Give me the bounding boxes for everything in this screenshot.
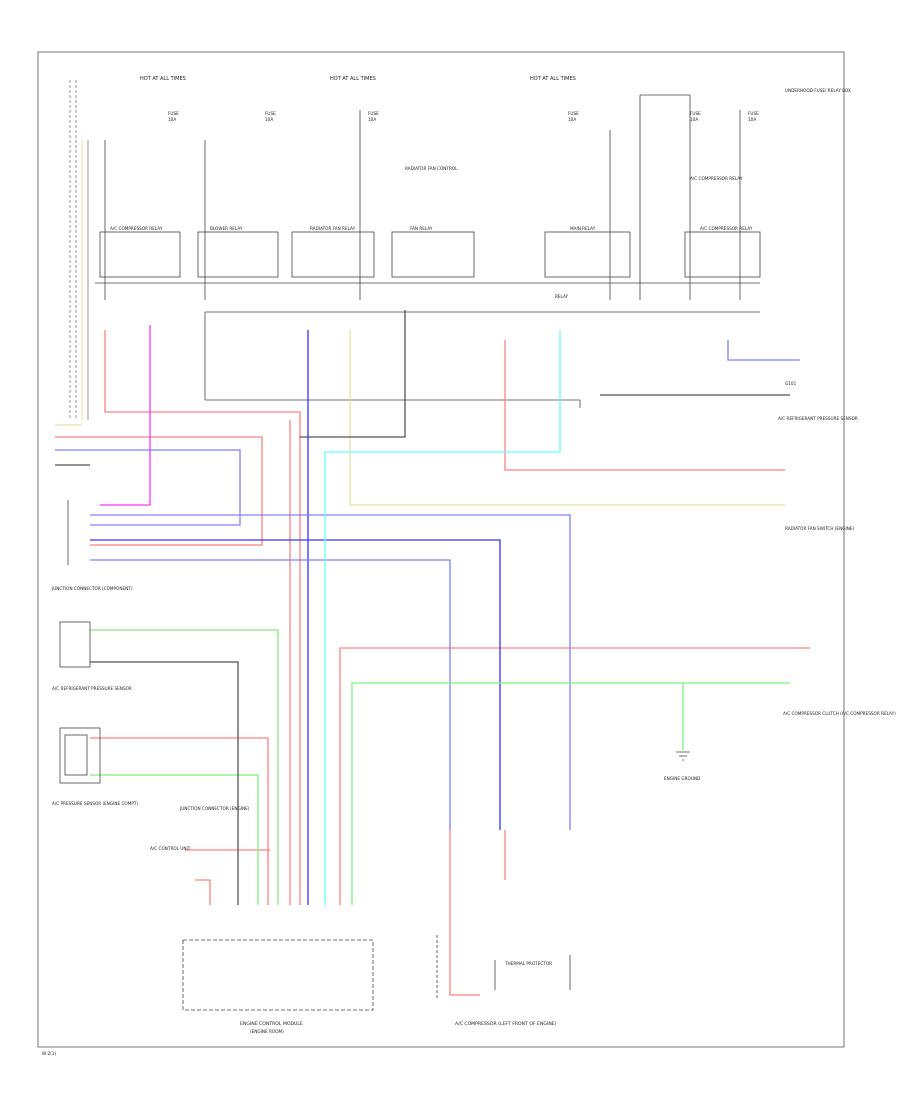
thermal-protector-label: THERMAL PROTECTOR [504, 961, 552, 966]
relay-row: A/C COMPRESSOR RELAY BLOWER RELAY RADIAT… [99, 226, 761, 278]
pressure-sensor: A/C PRESSURE SENSOR (ENGINE COMPT) [52, 727, 138, 806]
radiator-fan-control-label: RADIATOR FAN CONTROL [405, 166, 458, 171]
relay-2 [197, 231, 279, 278]
wire-cyan [324, 330, 561, 905]
relay-5 [544, 231, 631, 278]
wire-green [90, 629, 790, 905]
fuse-1-label: FUSE [168, 111, 179, 116]
bottom-component-label: A/C COMPRESSOR (LEFT FRONT OF ENGINE) [455, 1021, 557, 1027]
relay-3 [291, 231, 375, 278]
relay-2-label: BLOWER RELAY [210, 226, 243, 231]
relay-6-label: A/C COMPRESSOR RELAY [700, 226, 753, 231]
relay-bus [95, 282, 760, 408]
relay-1-label: A/C COMPRESSOR RELAY [110, 226, 163, 231]
power-label-1: HOT AT ALL TIMES [140, 76, 186, 82]
power-label-2: HOT AT ALL TIMES [330, 76, 376, 82]
wire-lightblue [55, 340, 800, 830]
sensor-left: A/C REFRIGERANT PRESSURE SENSOR [52, 621, 132, 691]
fuses: FUSE 10A FUSE 10A FUSE 10A FUSE 10A FUSE… [168, 111, 759, 122]
fuse-4-label: FUSE [568, 111, 579, 116]
footer-code: W-2(1) [42, 1051, 56, 1056]
top-right-box-label: UNDERHOOD FUSE/ RELAY BOX [785, 88, 851, 93]
wire-dark [55, 310, 790, 905]
left-harness [69, 80, 89, 420]
wire-pink [100, 325, 151, 506]
wire-blue [90, 330, 501, 905]
ac-ctrl-unit-label: A/C CONTROL UNIT [150, 846, 191, 851]
fuse-2-amps: 10A [265, 117, 273, 122]
relay-6 [684, 231, 761, 278]
relay-5-label: MAIN RELAY [570, 226, 596, 231]
power-label-3: HOT AT ALL TIMES [530, 76, 576, 82]
fuse-3-amps: 10A [368, 117, 376, 122]
bottom-compressor: THERMAL PROTECTOR A/C COMPRESSOR (LEFT F… [436, 935, 571, 1027]
fuse-6-label: FUSE [748, 111, 759, 116]
relay-4-label: FAN RELAY [410, 226, 433, 231]
pressure-sensor-label: A/C PRESSURE SENSOR (ENGINE COMPT) [52, 801, 138, 806]
relay-3-label: RADIATOR FAN RELAY [310, 226, 356, 231]
relay-1 [99, 231, 181, 278]
junction-left-label: JUNCTION CONNECTOR (COMPONENT) [51, 586, 133, 591]
fuse-5-amps: 10A [690, 117, 698, 122]
fuse-1-amps: 10A [168, 117, 176, 122]
fuse-2-label: FUSE [265, 111, 276, 116]
ac-compressor-relay-label: A/C COMPRESSOR RELAY [690, 176, 743, 181]
fuse-5-label: FUSE [690, 111, 701, 116]
ecm-label: ENGINE CONTROL MODULE [240, 1021, 303, 1027]
ac-clutch-label: A/C COMPRESSOR CLUTCH (A/C COMPRESSOR RE… [783, 711, 896, 716]
engine-ground-label: ENGINE GROUND [664, 776, 700, 781]
fuse-6-amps: 10A [748, 117, 756, 122]
relay-4 [391, 231, 475, 278]
junction-left: JUNCTION CONNECTOR (COMPONENT) [51, 500, 133, 591]
fuse-4-amps: 10A [568, 117, 576, 122]
ecm-module: ENGINE CONTROL MODULE (ENGINE ROOM) [182, 939, 374, 1034]
fuse-3-label: FUSE [368, 111, 379, 116]
wire-yellow [55, 330, 785, 506]
ground-symbol [676, 751, 690, 761]
junction-mid-label: JUNCTION CONNECTOR (ENGINE) [179, 806, 250, 811]
sensor-right-label: A/C REFRIGERANT PRESSURE SENSOR [778, 416, 858, 421]
wire-red [55, 330, 810, 996]
ecm-sub-label: (ENGINE ROOM) [250, 1029, 284, 1034]
ground-code: G101 [785, 381, 797, 386]
radiator-fan-switch-label: RADIATOR FAN SWITCH (ENGINE) [785, 526, 854, 531]
relay-cavity-label: RELAY [555, 294, 569, 299]
diagram-frame [37, 51, 845, 1048]
sensor-left-label: A/C REFRIGERANT PRESSURE SENSOR [52, 686, 132, 691]
power-feeds [104, 94, 741, 300]
